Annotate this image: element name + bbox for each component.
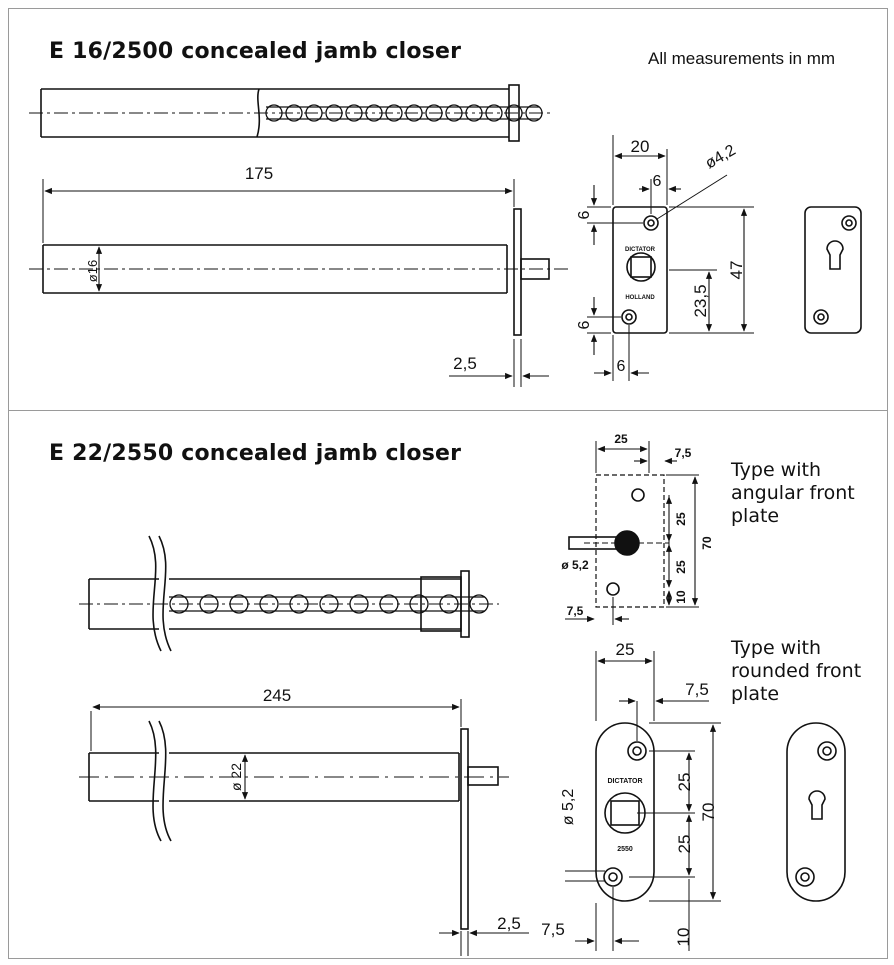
dim-ang-height: 70 <box>700 536 714 550</box>
e16-front-plate <box>587 135 754 381</box>
panel-e22-2550: E 22/2550 concealed jamb closer Type wit… <box>8 410 888 959</box>
dim-rnd-pitch-top: 25 <box>675 773 694 792</box>
dim-ang-left: 7,5 <box>567 604 584 618</box>
dim-rnd-left: 7,5 <box>541 920 565 939</box>
dim-245: 245 <box>263 686 291 705</box>
dim-bottom-6: 6 <box>576 320 593 329</box>
dim-rnd-offset: 7,5 <box>685 680 709 699</box>
e16-back-plate <box>804 206 862 334</box>
dim-bottom-x-6: 6 <box>617 358 626 375</box>
dim-47: 47 <box>727 261 746 280</box>
e16-side-view <box>29 179 569 387</box>
plate-model-e22: 2550 <box>617 846 633 853</box>
dim-rnd-bottom: 10 <box>674 928 693 947</box>
dim-ang-width: 25 <box>614 432 628 446</box>
dim-ang-pitch-top: 25 <box>674 512 688 526</box>
section-title: E 16/2500 concealed jamb closer <box>49 39 462 64</box>
dim-ang-pitch-bottom: 25 <box>674 560 688 574</box>
plate-brand-e16: DICTATOR <box>625 247 656 253</box>
e22-rounded-back-plate <box>786 722 846 902</box>
e16-drawing: 175 ø16 2,5 20 6 ø4,2 6 6 47 23,5 6 DICT… <box>29 84 862 387</box>
dim-top-6: 6 <box>576 210 593 219</box>
dim-dia16: ø16 <box>85 260 100 282</box>
e22-rounded-plate <box>565 651 721 951</box>
dim-hole-dia: ø4,2 <box>703 142 739 173</box>
e22-angular-plate <box>565 441 699 625</box>
e22-top-view <box>79 535 499 652</box>
e22-drawing: 245 ø 22 2,5 25 7,5 ø 5,2 25 25 70 10 7,… <box>79 432 846 956</box>
dim-20: 20 <box>631 137 650 156</box>
e16-top-view <box>29 84 554 142</box>
plate-origin-e16: HOLLAND <box>625 295 655 301</box>
dim-rnd-pitch-bottom: 25 <box>675 835 694 854</box>
dim-flange-e22: 2,5 <box>497 914 521 933</box>
measurements-note: All measurements in mm <box>648 49 836 68</box>
e22-side-view <box>79 699 529 956</box>
dim-ang-hole-dia: ø 5,2 <box>561 558 589 572</box>
dim-hole-x: 6 <box>653 173 662 190</box>
plate-brand-e22: DICTATOR <box>608 778 643 785</box>
dim-175: 175 <box>245 164 273 183</box>
dim-rnd-height: 70 <box>699 803 718 822</box>
dim-23-5: 23,5 <box>691 284 710 317</box>
panel-e16-2500: E 16/2500 concealed jamb closer All meas… <box>8 8 888 413</box>
caption-rounded: Type with rounded front plate <box>731 637 862 705</box>
caption-angular: Type with angular front plate <box>731 459 855 527</box>
dim-rnd-width: 25 <box>616 640 635 659</box>
dim-ang-offset: 7,5 <box>675 446 692 460</box>
section-title: E 22/2550 concealed jamb closer <box>49 441 462 466</box>
dim-dia22: ø 22 <box>228 763 244 791</box>
dim-ang-bottom: 10 <box>674 590 688 604</box>
dim-rnd-hole-dia: ø 5,2 <box>560 789 577 826</box>
dim-flange-e16: 2,5 <box>453 354 477 373</box>
